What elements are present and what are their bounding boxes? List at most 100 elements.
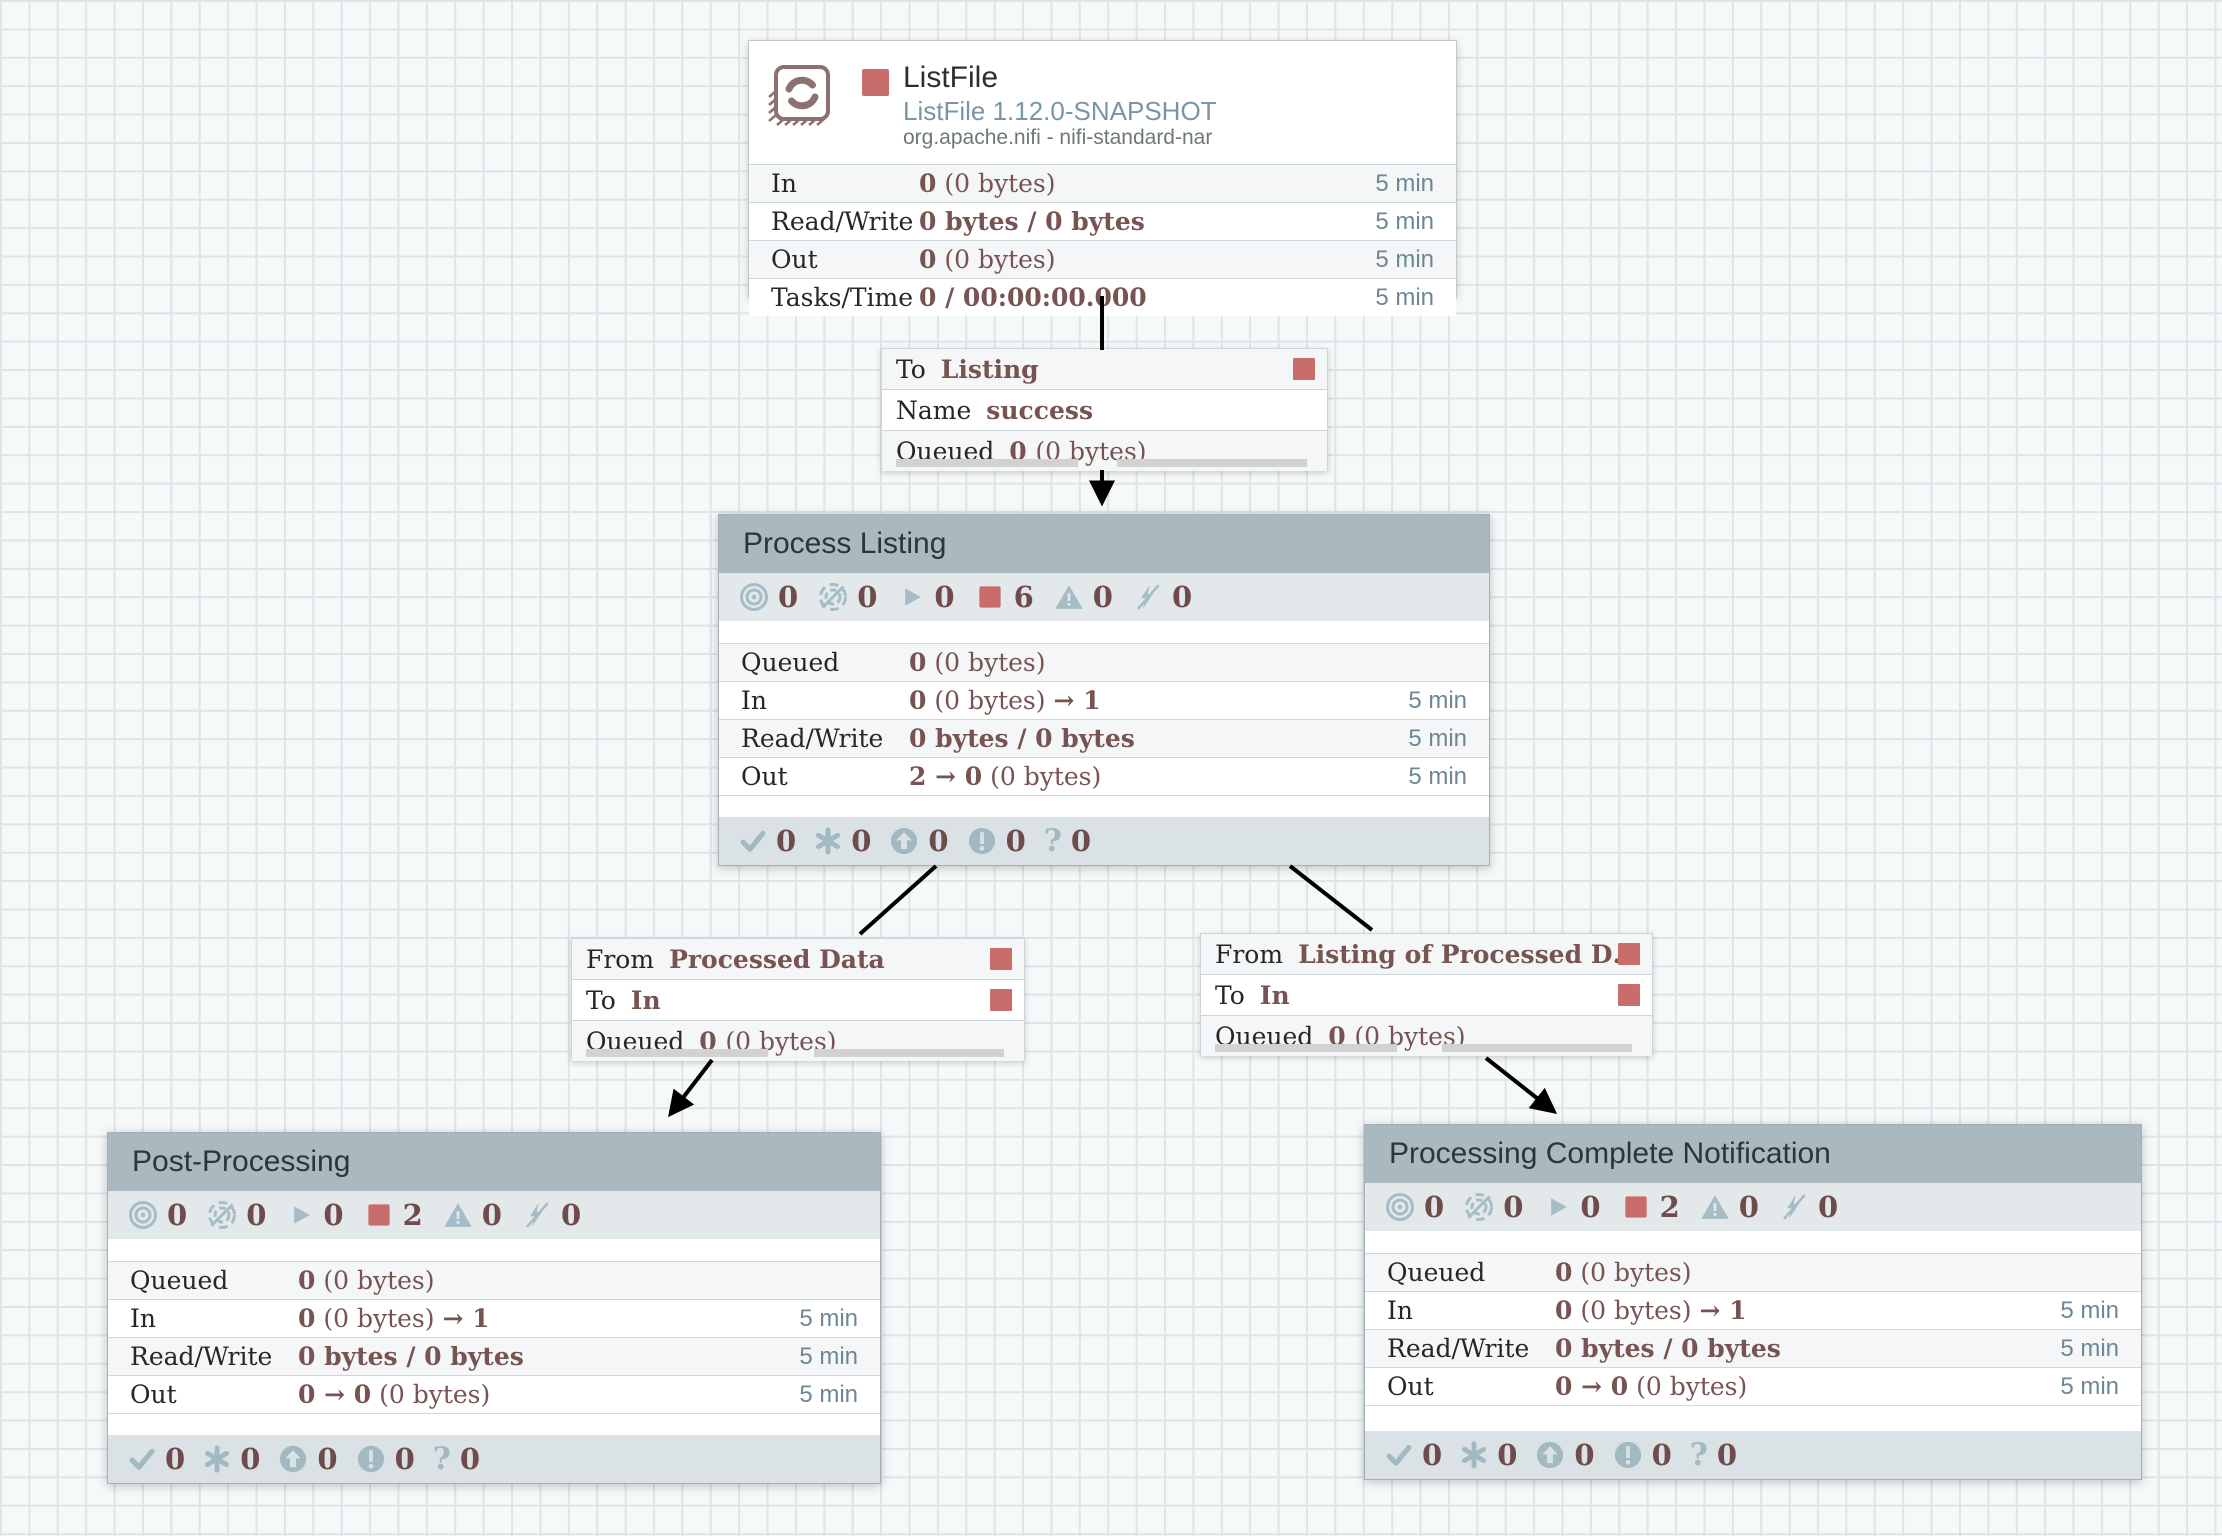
connection-row-value: success: [986, 395, 1094, 425]
stat-label: Tasks/Time: [771, 283, 914, 312]
running-badge: 0: [1543, 1190, 1601, 1224]
wire-process-listing-to-left-label: [858, 864, 938, 936]
stat-value: 0 (0 bytes): [1555, 1258, 1692, 1287]
processor-type-version: ListFile 1.12.0-SNAPSHOT: [903, 95, 1217, 126]
stat-row-read-write: Read/Write 0 bytes / 0 bytes 5 min: [1365, 1329, 2141, 1367]
group-status-bar: 0 0 0 2 0 0: [108, 1191, 880, 1239]
running-icon: [1551, 1198, 1568, 1216]
group-version-control-bar: 0 0 0 0 ? 0: [719, 817, 1489, 865]
not-transmitting-icon: [1465, 1193, 1494, 1221]
stat-timeframe: 5 min: [2060, 1296, 2119, 1324]
invalid-badge: 0: [443, 1198, 502, 1232]
stopped-badge: 6: [975, 580, 1034, 614]
locally-modified-stale-badge: 0: [1613, 1438, 1672, 1472]
stopped-status-icon: [862, 69, 889, 96]
stat-value: 0 (0 bytes): [298, 1266, 435, 1295]
locally-modified-stale-icon: [357, 1445, 384, 1473]
stopped-icon: [1624, 1196, 1647, 1218]
stat-row-out: Out 0 (0 bytes) 5 min: [749, 240, 1456, 278]
locally-modified-icon: [1462, 1441, 1487, 1469]
process-group-processing-complete-notification[interactable]: Processing Complete Notification 0 0 0 2…: [1364, 1124, 2142, 1480]
stat-row-read-write: Read/Write 0 bytes / 0 bytes 5 min: [108, 1337, 880, 1375]
stat-row-in: In 0 (0 bytes) → 1 5 min: [1365, 1291, 2141, 1329]
stat-label: In: [130, 1304, 156, 1333]
locally-modified-badge: 0: [814, 824, 871, 858]
connection-label-listing-of-processed-data-to-in[interactable]: From Listing of Processed D… To In Queue…: [1200, 933, 1653, 1056]
stat-value: 0 bytes / 0 bytes: [1555, 1334, 1781, 1363]
queue-count-bar: [896, 459, 1078, 467]
process-group-post-processing[interactable]: Post-Processing 0 0 0 2 0: [107, 1132, 881, 1484]
invalid-badge: 0: [1054, 580, 1113, 614]
processor-name: ListFile: [903, 61, 999, 94]
processor-icon: [768, 65, 830, 126]
transmitting-badge: 0: [128, 1198, 187, 1232]
processor-listfile[interactable]: ListFile ListFile 1.12.0-SNAPSHOT org.ap…: [748, 40, 1457, 316]
connection-to-row: To In: [572, 979, 1024, 1020]
locally-modified-icon: [205, 1445, 230, 1473]
disabled-icon: [525, 1202, 549, 1228]
sync-failure-badge: ? 0: [432, 1441, 481, 1477]
locally-modified-stale-icon: [1614, 1441, 1641, 1469]
transmitting-icon: [740, 583, 768, 611]
connection-queued-row: Queued 0 (0 bytes): [882, 430, 1327, 471]
transmitting-badge: 0: [739, 580, 798, 614]
group-header[interactable]: Post-Processing: [108, 1133, 880, 1191]
connection-queued-row: Queued 0 (0 bytes): [572, 1020, 1024, 1061]
queue-size-bar: [1442, 1044, 1632, 1052]
disabled-icon: [1782, 1194, 1806, 1220]
up-to-date-icon: [1386, 1444, 1412, 1466]
up-to-date-icon: [740, 830, 766, 852]
stale-badge: 0: [889, 824, 949, 858]
stat-label: Read/Write: [741, 724, 884, 753]
stopped-badge: 2: [364, 1198, 423, 1232]
group-version-control-bar: 0 0 0 0 ? 0: [108, 1435, 880, 1483]
stat-row-tasks-time: Tasks/Time 0 / 00:00:00.000 5 min: [749, 278, 1456, 316]
running-icon: [905, 588, 922, 606]
group-status-bar: 0 0 0 2 0 0: [1365, 1183, 2141, 1231]
stat-value: 0 (0 bytes): [919, 169, 1056, 198]
locally-modified-badge: 0: [1460, 1438, 1517, 1472]
connection-label-success-to-listing[interactable]: To Listing Name success Queued 0 (0 byte…: [881, 348, 1328, 471]
connection-row-key: To: [1215, 980, 1245, 1010]
stat-label: In: [771, 169, 797, 198]
running-badge: 0: [286, 1198, 344, 1232]
sync-failure-badge: ? 0: [1043, 823, 1092, 859]
up-to-date-badge: 0: [128, 1442, 185, 1476]
stat-label: Read/Write: [771, 207, 914, 236]
stopped-icon: [367, 1204, 390, 1226]
stat-value: 0 bytes / 0 bytes: [919, 207, 1145, 236]
stat-timeframe: 5 min: [1375, 207, 1434, 235]
process-group-process-listing[interactable]: Process Listing 0 0 0 6 0: [718, 514, 1490, 866]
connection-row-key: To: [896, 354, 926, 384]
sync-failure-icon: ?: [432, 1441, 451, 1477]
locally-modified-stale-badge: 0: [356, 1442, 415, 1476]
stopped-badge: 2: [1621, 1190, 1680, 1224]
wire-label-to-post-processing: [668, 1058, 714, 1118]
group-stats: Queued 0 (0 bytes) In 0 (0 bytes) → 1 5 …: [1365, 1253, 2141, 1406]
locally-modified-stale-badge: 0: [967, 824, 1026, 858]
stat-label: Out: [741, 762, 788, 791]
stat-label: In: [1387, 1296, 1413, 1325]
queue-count-bar: [1215, 1044, 1397, 1052]
stat-row-queued: Queued 0 (0 bytes): [108, 1261, 880, 1299]
connection-label-processed-data-to-in[interactable]: From Processed Data To In Queued 0 (0 by…: [571, 938, 1025, 1061]
up-to-date-badge: 0: [739, 824, 796, 858]
stat-timeframe: 5 min: [1408, 686, 1467, 714]
connection-row-key: To: [586, 985, 616, 1015]
stat-row-out: Out 0 → 0 (0 bytes) 5 min: [1365, 1367, 2141, 1405]
group-header[interactable]: Processing Complete Notification: [1365, 1125, 2141, 1183]
group-header[interactable]: Process Listing: [719, 515, 1489, 573]
wire-label-to-notification: [1484, 1056, 1558, 1115]
stat-value: 0 → 0 (0 bytes): [1555, 1372, 1748, 1401]
stat-value: 0 (0 bytes) → 1: [909, 686, 1101, 715]
queue-count-bar: [586, 1049, 768, 1057]
stat-label: Out: [1387, 1372, 1434, 1401]
stopped-status-icon: [990, 948, 1012, 970]
connection-row-key: From: [1215, 939, 1284, 969]
stat-timeframe: 5 min: [2060, 1334, 2119, 1362]
not-transmitting-icon: [819, 583, 848, 611]
stat-row-read-write: Read/Write 0 bytes / 0 bytes 5 min: [749, 202, 1456, 240]
stat-row-out: Out 0 → 0 (0 bytes) 5 min: [108, 1375, 880, 1413]
stat-value: 0 (0 bytes): [919, 245, 1056, 274]
